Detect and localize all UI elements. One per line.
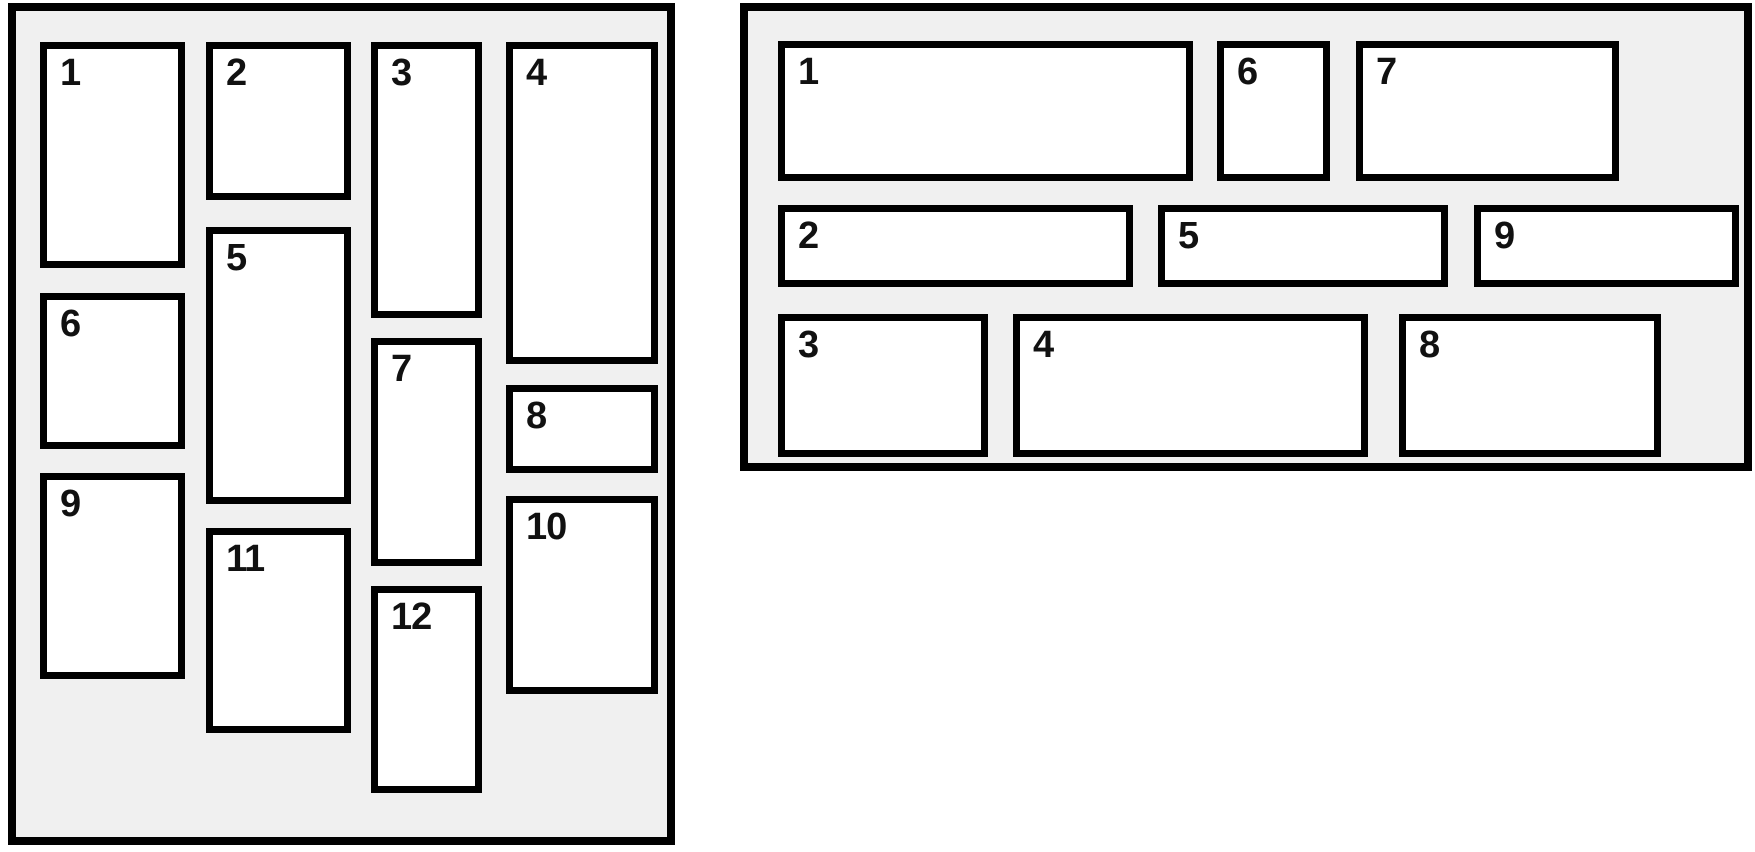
- right-masonry-panel: 1 2 3 4 5 6 7 8 9: [740, 3, 1752, 471]
- left-card-2: 2: [206, 42, 351, 200]
- card-number: 4: [1033, 324, 1054, 366]
- left-card-3: 3: [371, 42, 482, 318]
- left-card-12: 12: [371, 586, 482, 793]
- card-number: 2: [798, 215, 819, 257]
- left-card-6: 6: [40, 293, 185, 449]
- card-number: 12: [391, 596, 432, 638]
- card-number: 9: [1494, 215, 1515, 257]
- card-number: 3: [391, 52, 412, 94]
- card-number: 1: [60, 52, 81, 94]
- right-card-8: 8: [1399, 314, 1661, 457]
- left-card-10: 10: [506, 496, 658, 694]
- card-number: 11: [226, 538, 265, 580]
- card-number: 4: [526, 52, 547, 94]
- left-card-8: 8: [506, 385, 658, 473]
- right-card-7: 7: [1356, 41, 1619, 181]
- card-number: 10: [526, 506, 567, 548]
- right-card-4: 4: [1013, 314, 1368, 457]
- right-card-3: 3: [778, 314, 988, 457]
- card-number: 9: [60, 483, 81, 525]
- card-number: 1: [798, 51, 819, 93]
- left-card-11: 11: [206, 528, 351, 733]
- card-number: 3: [798, 324, 819, 366]
- card-number: 5: [226, 237, 247, 279]
- right-card-9: 9: [1474, 205, 1739, 287]
- left-card-4: 4: [506, 42, 658, 364]
- left-card-1: 1: [40, 42, 185, 268]
- right-card-1: 1: [778, 41, 1193, 181]
- card-number: 6: [1237, 51, 1258, 93]
- right-card-6: 6: [1217, 41, 1330, 181]
- left-card-7: 7: [371, 338, 482, 566]
- left-masonry-panel: 1 2 3 4 5 6 7 8 9 10 11 12: [8, 3, 675, 845]
- card-number: 2: [226, 52, 247, 94]
- left-card-5: 5: [206, 227, 351, 504]
- right-card-2: 2: [778, 205, 1133, 287]
- card-number: 8: [526, 395, 547, 437]
- card-number: 6: [60, 303, 81, 345]
- card-number: 8: [1419, 324, 1440, 366]
- card-number: 5: [1178, 215, 1199, 257]
- right-card-5: 5: [1158, 205, 1448, 287]
- card-number: 7: [391, 348, 412, 390]
- left-card-9: 9: [40, 473, 185, 679]
- card-number: 7: [1376, 51, 1397, 93]
